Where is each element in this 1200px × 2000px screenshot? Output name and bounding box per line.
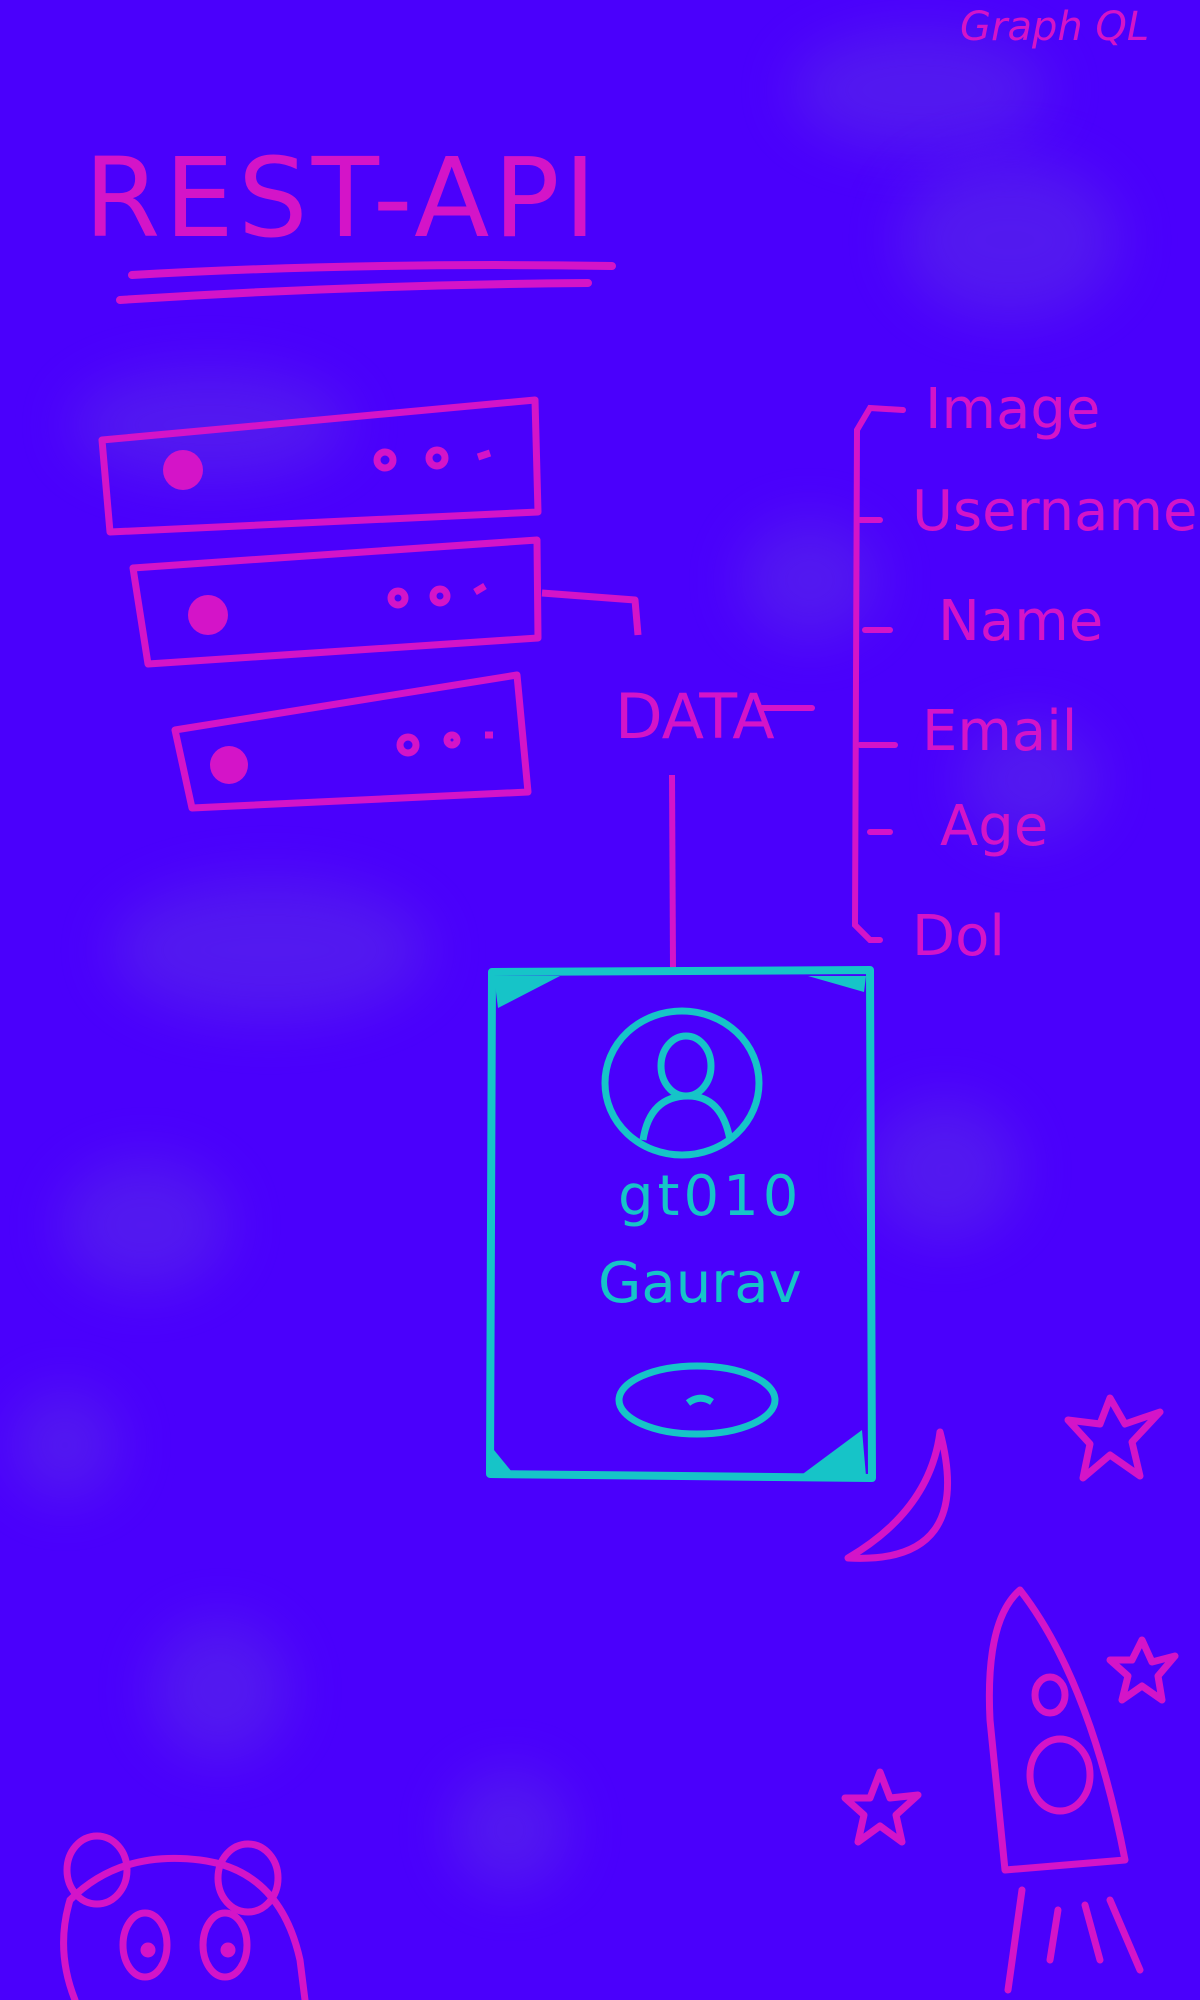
bear-doodle [60, 1832, 309, 2000]
card-username: gt010 [618, 1164, 802, 1229]
card-corner [808, 976, 866, 992]
field-label: Age [940, 794, 1048, 859]
rocket-doodle [985, 1586, 1144, 1994]
field-label: Dol [912, 904, 1005, 969]
title-underline [116, 261, 616, 304]
star-icon [1106, 1636, 1179, 1704]
moon-doodle [844, 1428, 951, 1562]
card-corner [494, 1450, 512, 1472]
card-corner [494, 976, 560, 1008]
field-label: Image [925, 377, 1100, 442]
field-label: Username [912, 479, 1197, 544]
data-to-card-connector [669, 774, 676, 969]
page-title: REST-API [84, 134, 600, 262]
star-icon [841, 1768, 922, 1846]
card-button [615, 1362, 779, 1438]
profile-card: gt010 Gaurav [486, 966, 876, 1482]
server-unit [129, 536, 642, 668]
avatar-icon [601, 1007, 763, 1159]
star-icon [1064, 1394, 1164, 1482]
field-label: Email [922, 699, 1077, 764]
server-unit [171, 671, 532, 812]
data-label: DATA [615, 680, 775, 753]
card-name: Gaurav [598, 1251, 802, 1316]
field-label: Name [938, 589, 1103, 654]
server-stack [98, 396, 642, 812]
field-bracket [851, 404, 906, 943]
server-unit [98, 396, 542, 536]
card-corner [800, 1430, 866, 1476]
corner-label: Graph QL [960, 4, 1149, 50]
field-list: Image Username Name Email Age Dol [912, 377, 1197, 969]
